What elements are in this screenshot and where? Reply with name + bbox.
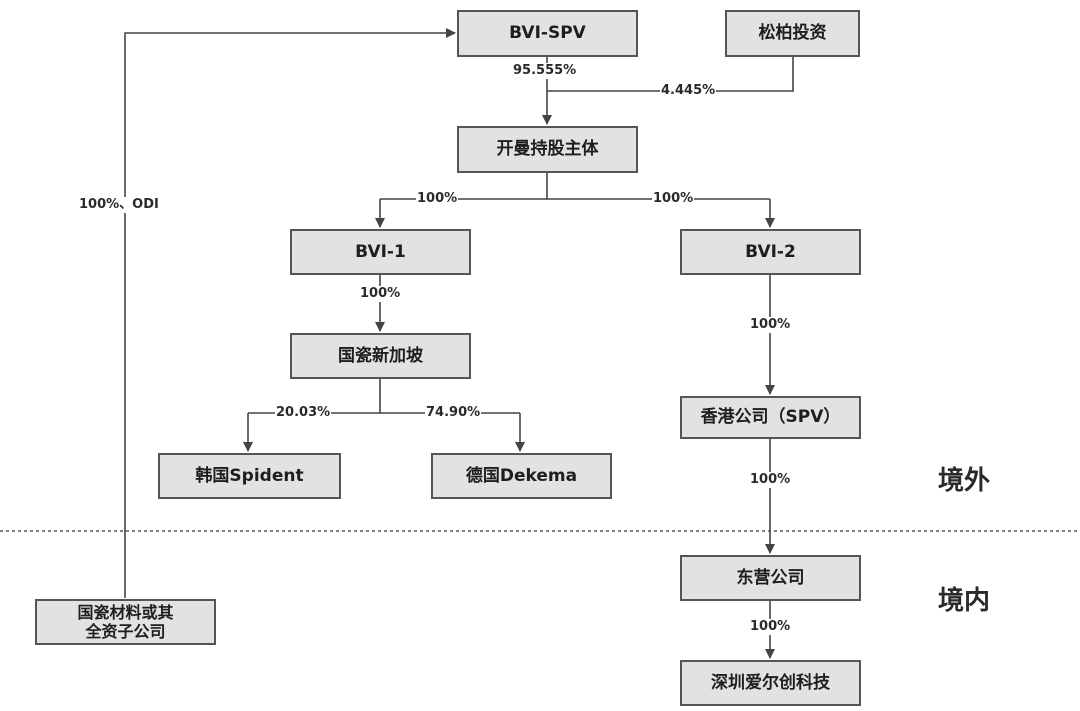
edge-label-kaiman-bvi1: 100%: [416, 191, 459, 207]
edge-label-bvi1-guoci-sg: 100%: [359, 286, 402, 302]
region-label-offshore: 境外: [938, 466, 991, 496]
node-guoci-singapore: 国瓷新加坡: [290, 333, 471, 379]
node-bvi-2: BVI-2: [680, 229, 861, 275]
node-hk-spv: 香港公司（SPV）: [680, 396, 861, 439]
edge-label-hk-dongying: 100%: [749, 472, 792, 488]
edge-label-guoci-sg-korea: 20.03%: [275, 405, 332, 421]
node-korea-spident: 韩国Spident: [158, 453, 341, 499]
edge-label-dongying-shenzhen: 100%: [749, 619, 792, 635]
node-bvi-spv: BVI-SPV: [457, 10, 638, 57]
node-shenzhen-aierchuang: 深圳爱尔创科技: [680, 660, 861, 706]
edge-label-bvi2-hk: 100%: [749, 317, 792, 333]
edge-label-material-bvi-spv: 100%、ODI: [78, 197, 160, 213]
node-songbai-investment: 松柏投资: [725, 10, 860, 57]
node-germany-dekema: 德国Dekema: [431, 453, 612, 499]
edge-label-songbai-kaiman: 4.445%: [660, 83, 717, 99]
node-guoci-material-line2: 全资子公司: [85, 622, 166, 641]
edge-label-kaiman-bvi2: 100%: [652, 191, 695, 207]
line-songbai-to-kaiman: [547, 57, 794, 92]
node-kaiman-holding: 开曼持股主体: [457, 126, 638, 173]
region-label-onshore: 境内: [938, 586, 991, 616]
edge-label-guoci-sg-germany: 74.90%: [425, 405, 482, 421]
arrow-material-to-bvi-spv: [124, 28, 456, 598]
node-guoci-material: 国瓷材料或其 全资子公司: [35, 599, 216, 645]
node-guoci-material-line1: 国瓷材料或其: [77, 602, 174, 622]
node-bvi-1: BVI-1: [290, 229, 471, 275]
edge-label-bvi-spv-kaiman: 95.555%: [512, 63, 578, 79]
node-dongying: 东营公司: [680, 555, 861, 601]
